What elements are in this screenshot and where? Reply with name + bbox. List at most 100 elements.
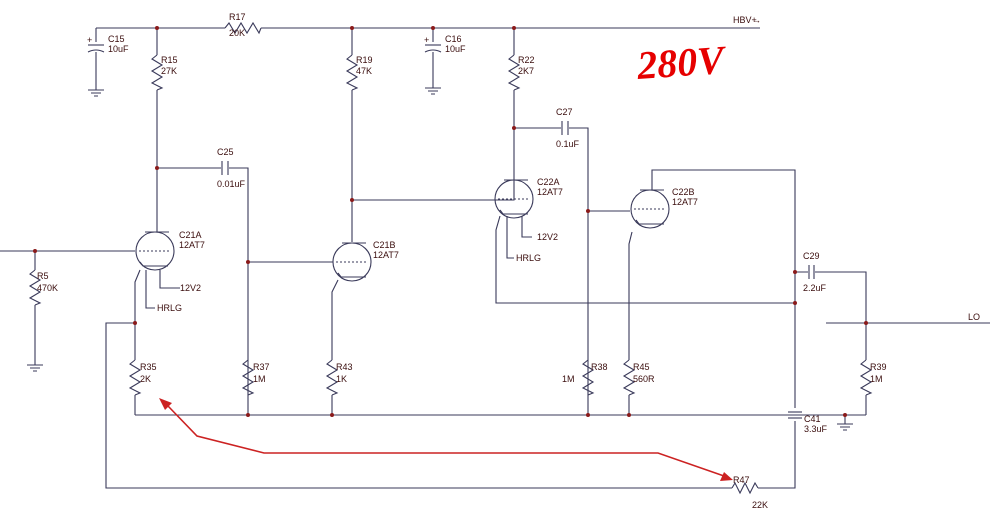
junction-dot <box>155 26 159 30</box>
c25-ref: C25 <box>217 147 234 157</box>
tube-cathode <box>139 261 168 267</box>
resistors <box>28 21 873 495</box>
arrowhead-left <box>159 398 172 410</box>
r45-resistor <box>622 359 636 396</box>
r39-resistor <box>859 359 873 396</box>
c41-ref: C41 <box>804 414 821 424</box>
r43-ref: R43 <box>336 362 353 372</box>
r38-resistor <box>581 359 595 396</box>
tube-c22b <box>630 189 670 229</box>
r39-value: 1M <box>870 374 883 384</box>
r47-ref: R47 <box>733 475 750 485</box>
r19-ref: R19 <box>356 55 373 65</box>
c29-ref: C29 <box>803 251 820 261</box>
r5-resistor <box>28 269 42 306</box>
junction-dot <box>793 301 797 305</box>
c29-value: 2.2uF <box>803 283 827 293</box>
c15-ref: C15 <box>108 34 125 44</box>
r22-value: 2K7 <box>518 66 534 76</box>
r17-ref: R17 <box>229 12 246 22</box>
heater2b-wire <box>521 216 532 238</box>
r38-value: 1M <box>562 374 575 384</box>
r45-wire <box>628 231 633 415</box>
ground-symbol <box>425 87 441 95</box>
heater2-wire <box>506 216 514 259</box>
r22-resistor <box>507 54 521 91</box>
heater1b-label: HRLG <box>157 303 182 313</box>
heater1-label: 12V2 <box>180 283 201 293</box>
c25-value: 0.01uF <box>217 179 246 189</box>
tube-cathode <box>635 219 664 225</box>
c22b-plate-wire <box>651 169 796 408</box>
c25-capacitor <box>221 161 229 175</box>
tube-c22a <box>494 179 534 219</box>
c22b-ref: C22B <box>672 187 695 197</box>
r43-value: 1K <box>336 374 347 384</box>
tube-cathode <box>499 209 528 215</box>
c21b-value: 12AT7 <box>373 250 399 260</box>
c41-value: 3.3uF <box>804 424 828 434</box>
c22a-cathode-wire <box>495 215 795 304</box>
heater2b-label: HRLG <box>516 253 541 263</box>
c16-ref: C16 <box>445 34 462 44</box>
tube-cathode <box>337 272 366 278</box>
r47-value: 22K <box>752 500 768 510</box>
c27-ref: C27 <box>556 107 573 117</box>
c15-value: 10uF <box>108 44 129 54</box>
r37-ref: R37 <box>253 362 270 372</box>
r15-ref: R15 <box>161 55 178 65</box>
junction-dot <box>864 321 868 325</box>
supply-arrow: → <box>752 15 761 25</box>
r37-resistor <box>241 359 255 396</box>
r17-value: 20K <box>229 28 245 38</box>
c22a-value: 12AT7 <box>537 187 563 197</box>
grounds <box>27 87 853 431</box>
plate2-wire <box>352 180 515 201</box>
r35-value: 2K <box>140 374 151 384</box>
r19-resistor <box>345 54 359 91</box>
heater1-wire <box>145 270 155 309</box>
c16-value: 10uF <box>445 44 466 54</box>
c22a-ref: C22A <box>537 177 560 187</box>
c21b-ref: C21B <box>373 240 396 250</box>
r43-resistor <box>325 359 339 396</box>
junction-dot <box>246 413 250 417</box>
tube-c21b <box>332 242 372 282</box>
ground-symbol <box>27 364 43 372</box>
c16-polarity: + <box>424 35 429 45</box>
r38-ref: R38 <box>591 362 608 372</box>
c25-wire <box>157 167 249 415</box>
wires <box>0 27 990 489</box>
junction-dot <box>33 249 37 253</box>
capacitors <box>87 44 815 419</box>
r37-value: 1M <box>253 374 266 384</box>
r17-resistor <box>224 21 262 35</box>
r45-ref: R45 <box>633 362 650 372</box>
ground-symbol <box>88 89 104 97</box>
junction-dot <box>586 413 590 417</box>
voltage-annotation: 280V <box>635 37 729 88</box>
junction-dot <box>431 26 435 30</box>
junction-dot <box>512 126 516 130</box>
c16-capacitor <box>424 44 442 53</box>
supply-label: HBV+ <box>733 15 757 25</box>
r5-value: 470K <box>37 283 58 293</box>
c21a-value: 12AT7 <box>179 240 205 250</box>
heater2-label: 12V2 <box>537 232 558 242</box>
r35-resistor <box>128 359 142 396</box>
r43-wire <box>331 279 339 415</box>
junction-dot <box>793 270 797 274</box>
c15-capacitor <box>87 44 105 53</box>
r35-wire <box>134 269 141 415</box>
ground-symbol <box>837 423 853 431</box>
r39-ref: R39 <box>870 362 887 372</box>
junction-dot <box>155 166 159 170</box>
junction-dot <box>350 198 354 202</box>
c29-capacitor <box>808 265 815 279</box>
junctions <box>33 26 868 417</box>
r22-ref: R22 <box>518 55 535 65</box>
heater1b-wire <box>159 270 180 289</box>
junction-dot <box>246 260 250 264</box>
labels: 280V HBV+ LO C15 10uF R17 20K C16 10uF R… <box>37 12 980 510</box>
